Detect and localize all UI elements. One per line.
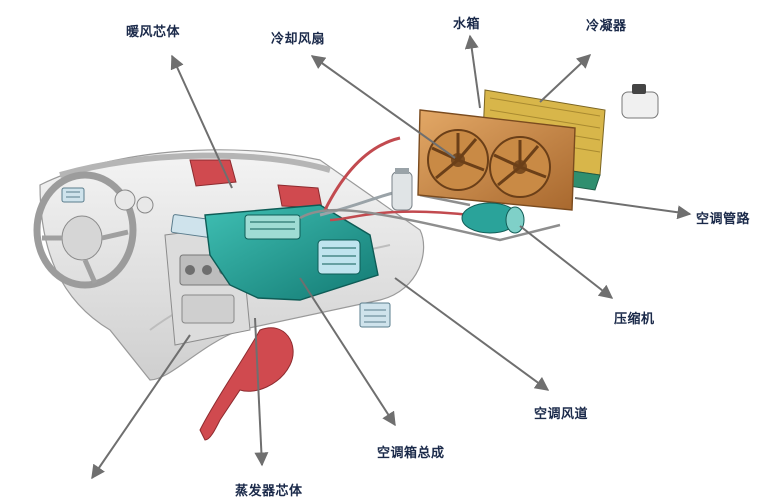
callout-arrows <box>91 34 692 480</box>
coolant-reservoir <box>621 84 659 119</box>
arrow-radiator <box>464 34 481 109</box>
label-heater-core: 暖风芯体 <box>126 25 181 40</box>
label-ac-duct: 空调风道 <box>534 407 589 422</box>
arrow-cooling-fan <box>310 55 456 159</box>
dash-vent-left <box>61 187 85 203</box>
label-ac-box: 空调箱总成 <box>377 446 445 461</box>
steering-wheel <box>33 171 137 289</box>
instrument-cluster <box>114 189 154 214</box>
cooling-fans <box>427 129 551 198</box>
arrow-floor <box>91 334 191 480</box>
arrow-ac-box <box>299 277 396 427</box>
dash-vent-right <box>359 302 391 328</box>
hvac-module <box>204 204 379 301</box>
floor-duct <box>199 327 294 441</box>
label-condenser: 冷凝器 <box>586 19 627 34</box>
arrow-ac-duct <box>394 277 550 391</box>
label-radiator: 水箱 <box>453 17 481 32</box>
label-ac-pipes: 空调管路 <box>696 212 751 227</box>
arrow-condenser <box>539 54 592 103</box>
radiator <box>417 109 576 211</box>
label-compressor: 压缩机 <box>614 312 655 327</box>
label-evaporator-core: 蒸发器芯体 <box>235 484 303 499</box>
arrow-ac-pipes <box>574 197 692 220</box>
arrow-heater-core <box>170 54 233 189</box>
arrow-compressor <box>519 225 614 299</box>
defrost-vents <box>189 159 323 209</box>
arrow-evaporator <box>254 317 269 467</box>
receiver-drier <box>391 168 413 211</box>
compressor-unit <box>461 202 525 234</box>
label-cooling-fan: 冷却风扇 <box>271 32 326 47</box>
